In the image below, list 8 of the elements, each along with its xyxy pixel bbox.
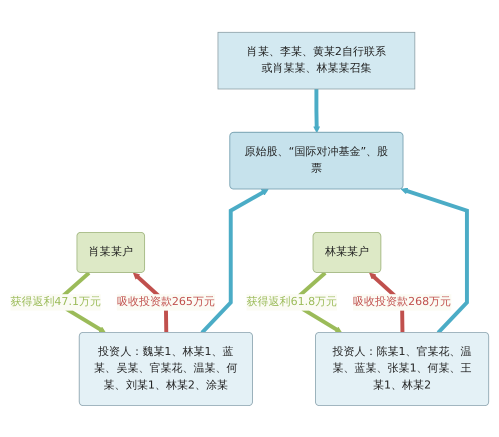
edge-label: 获得返利61.8万元 bbox=[246, 295, 338, 308]
arrow bbox=[400, 187, 469, 334]
arrow bbox=[313, 88, 320, 133]
edge-label: 吸收投资款268万元 bbox=[352, 295, 452, 308]
node-box: 肖某、李某、黄某2自行联系或肖某某、林某某召集 bbox=[218, 31, 416, 89]
edge-label: 获得返利47.1万元 bbox=[10, 295, 102, 308]
edge-label: 吸收投资款265万元 bbox=[116, 295, 215, 308]
arrow bbox=[200, 188, 269, 334]
